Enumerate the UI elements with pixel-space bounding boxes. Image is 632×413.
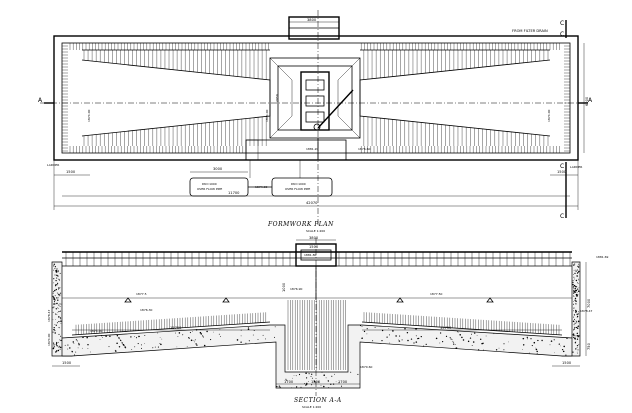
level-right-plan: 1874.00 [547,110,551,122]
level-triangle-mid-right [396,297,404,303]
dim-bottom-right-text: 1700 [338,380,348,384]
section-level-left: 1878.47 [47,310,51,322]
section-marker-c-top: C C [560,20,567,38]
plan-left-wall-hatch [62,45,68,152]
ladder-left-label: LADDER [47,163,59,167]
plan-title: FORMWORK PLAN [267,221,334,228]
outlet-box-left [245,139,259,161]
section-level-small-2: 1876.90 [290,287,302,291]
level-triangle-right [486,297,494,303]
dim-overall-inner-text: 11700 [228,191,240,195]
section-level-mid-right: 1877.50 [430,292,442,296]
dim-pipe-gap-text: 3000 [213,167,223,171]
central-sump [300,71,330,131]
svg-text:C: C [560,163,564,170]
level-triangle-mid-left [222,297,230,303]
dim-section-top-text: 3800 [309,236,319,240]
dim-bottom-mid-text: 1200 [311,380,321,384]
section-scale: SCALE 1:200 [302,405,321,409]
central-slope-left [269,57,293,139]
dim-section-top-2-text: 1500 [309,245,319,249]
filter-drain-label: FROM FILTER DRAIN [512,29,548,33]
section-marker-a-right: A [578,97,593,104]
section-underdrain-hatch [75,312,560,335]
dim-right-height-text: 7000 [587,298,591,308]
dim-bottom-left-text: 1700 [284,380,294,384]
level-right-mid-plan: 1876.60 [358,147,370,151]
section-level-sump: 1870.60 [360,365,372,369]
svg-text:A: A [38,97,43,104]
formwork-plan: A A C C C C 3800 FROM FILTER DRAIN 11700… [38,10,593,233]
central-sump-box-2 [305,95,325,107]
section-concrete-speckles [52,263,580,389]
ladder-right-label: LADDER [570,165,582,169]
section-level-small: 1876.30 [140,308,152,312]
section-title: SECTION A-A [294,397,342,404]
section-marker-c-bottom: C C [560,162,567,220]
plan-right-wedge-top-hatch [363,50,549,80]
section-level-right-2: 1878.47 [580,309,592,313]
dim-left-small-text: 1500 [66,170,76,174]
dim-span-left-text: 15700 [170,326,182,330]
plan-top-channel-hatch [69,43,560,50]
plan-scale: SCALE 1:200 [306,229,325,233]
level-mid-plan: 1881.20 [306,147,318,151]
section-rail-posts [65,252,571,266]
dim-overall-text: 42070 [306,201,318,205]
level-pipe-plan: 1874.00 [255,185,267,189]
section-level-right: 1881.69 [596,255,608,259]
section-level-floor-left: 1874.00 [47,334,51,346]
section-level-deep: 1874.00 [90,329,102,333]
dim-edge-right-text: 1500 [562,361,572,365]
section-a-a: 1877.5 1877.50 1876.30 1876.90 1881.80 1… [47,236,608,409]
dim-side-height-text: 6000 [585,96,589,106]
central-valve [313,123,321,131]
svg-text:C: C [560,20,564,27]
section-media-left [71,321,271,336]
central-pipe-diagonal [317,89,354,129]
plan-inner-wall [61,42,571,154]
central-slope-right [337,57,361,139]
pipe-2-sub: OVER FLOW PIPE [285,187,310,191]
section-sump-hatch [287,300,346,370]
level-left-plan: 1874.00 [87,110,91,122]
plan-bottom-channel-hatch [69,146,560,153]
section-floor [61,324,573,389]
dim-edge-left-text: 1500 [62,361,72,365]
plan-right-wedge-bottom-hatch [363,116,549,146]
level-vertical-plan: 2050 [275,94,279,102]
plan-left-wedge-bottom-hatch [83,116,267,146]
section-marker-a-left: A [38,97,54,104]
dim-top-width-text: 3800 [307,18,317,22]
plan-left-wedge-top-hatch [83,50,267,80]
dim-mid-height-text: 1000 [282,282,286,292]
dim-span-right-text: 15700 [440,326,452,330]
level-triangle-left [124,297,132,303]
svg-text:A: A [588,97,593,104]
outlet-box [245,139,347,161]
dim-right-height-2-text: 750 [587,342,591,350]
central-chamber-inner [277,65,353,131]
central-chamber [269,57,361,139]
central-sump-box-1 [305,79,325,91]
pipe-1-sub: OVER FLOW PIPE [197,187,222,191]
dim-right-small-text: 1500 [557,170,567,174]
plan-right-wall-hatch [564,45,570,152]
level-mid-left-plan: 1874.00 [265,110,269,122]
pipe-2-label: DN=1000 [291,182,306,186]
section-media-right [361,321,563,336]
pipe-1-label: DN=1000 [202,182,217,186]
svg-text:C: C [560,213,564,220]
section-level-top: 1881.80 [304,253,316,257]
svg-text:C: C [560,31,564,38]
central-sump-box-3 [305,111,325,123]
section-level-mid-left: 1877.5 [136,292,147,296]
